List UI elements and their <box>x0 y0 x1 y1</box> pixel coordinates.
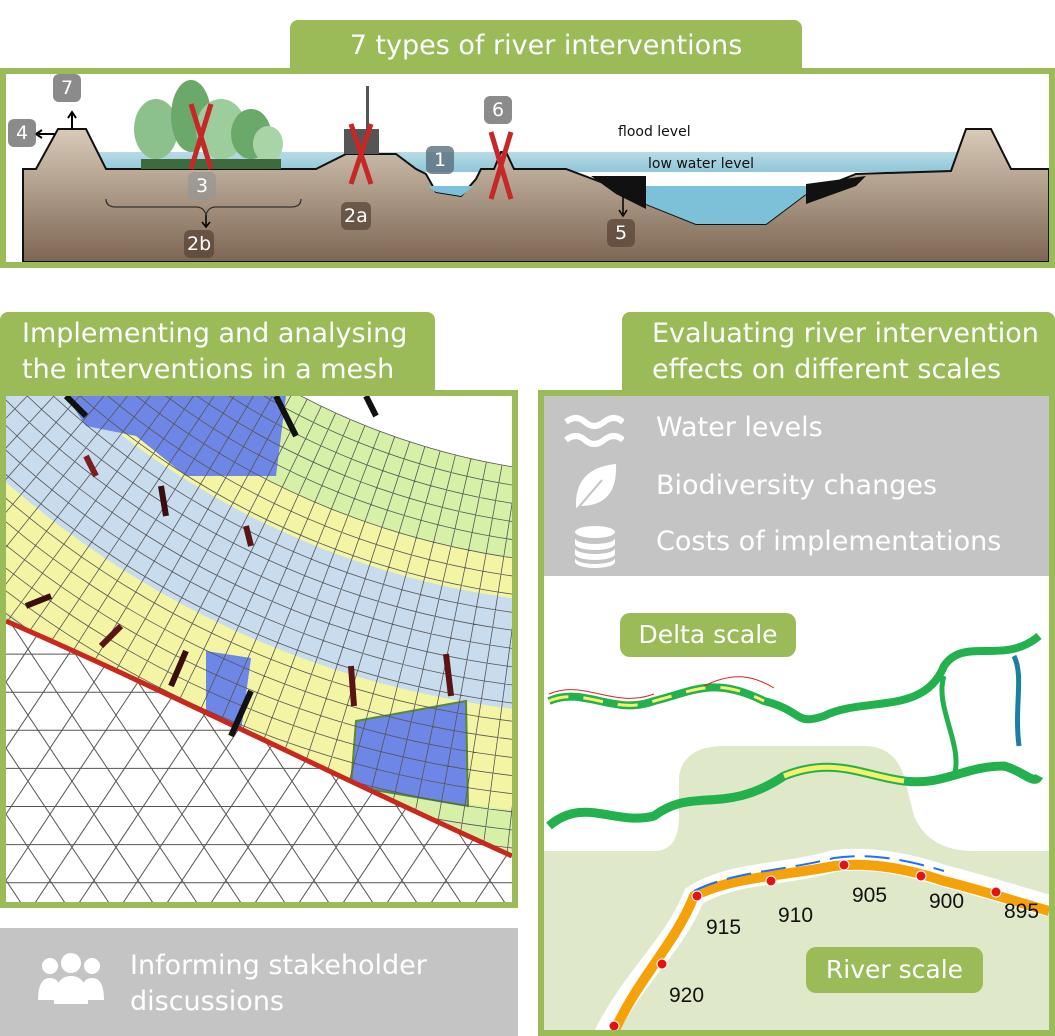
interventions-title: 7 types of river interventions <box>349 30 743 61</box>
groyne-segment <box>363 396 379 418</box>
mesh-title-line2: the interventions in a mesh <box>22 354 395 385</box>
flood-level-label: flood level <box>618 124 691 140</box>
mesh-panel <box>0 390 518 908</box>
scales-title-line1: Evaluating river intervention <box>652 318 1039 349</box>
groyne-segment <box>348 665 357 707</box>
groyne-segment <box>158 485 169 517</box>
marker-4: 4 <box>8 119 36 147</box>
marker-1: 1 <box>426 146 454 174</box>
groyne-segment <box>273 396 299 438</box>
relocate-arrow <box>34 129 56 139</box>
km-marker-dot <box>656 958 668 970</box>
scales-title-line2: effects on different scales <box>652 354 1002 385</box>
marker-7: 7 <box>53 74 81 102</box>
km-marker-dot <box>608 1020 620 1030</box>
effect-costs: Costs of implementations <box>656 526 1002 557</box>
groyne-segment <box>63 396 89 419</box>
km-label-895: 895 <box>1004 900 1040 923</box>
dike-line <box>6 618 512 859</box>
flood-water <box>66 152 966 172</box>
scales-panel: Water levels Biodiversity changes Costs … <box>538 390 1055 1036</box>
main-channel-water <box>646 186 806 224</box>
interventions-title-tab: 7 types of river interventions <box>290 20 802 70</box>
groyne-right <box>806 176 866 204</box>
low-water-level-label: low water level <box>648 156 754 172</box>
km-label-920: 920 <box>669 984 705 1007</box>
marker-2a: 2a <box>341 202 371 230</box>
mesh-title-tab: Implementing and analysing the intervent… <box>0 312 435 392</box>
km-marker-dot <box>838 859 850 871</box>
channel-band <box>6 396 512 709</box>
river-reach <box>594 848 1049 1030</box>
groyne-segment <box>228 689 254 738</box>
mesh-title-line1: Implementing and analysing <box>22 318 408 349</box>
groyne-segment <box>168 649 189 688</box>
delta-rivers <box>546 632 1044 830</box>
km-label-905: 905 <box>852 884 888 907</box>
groyne-segment <box>443 653 454 697</box>
marker-5: 5 <box>607 219 635 247</box>
groyne-segment <box>243 525 254 547</box>
groyne-left <box>591 176 646 209</box>
scales-title-tab: Evaluating river intervention effects on… <box>622 312 1055 392</box>
km-label-910: 910 <box>778 904 814 927</box>
effect-water-levels: Water levels <box>656 412 823 443</box>
groyne-segment <box>98 623 124 649</box>
waves-icon <box>564 415 624 447</box>
km-label-915: 915 <box>706 916 742 939</box>
groyne-segment <box>83 454 99 478</box>
effect-biodiversity: Biodiversity changes <box>656 470 938 501</box>
km-label-900: 900 <box>929 890 965 913</box>
marker-2b: 2b <box>184 230 215 258</box>
km-marker-dot <box>915 870 927 882</box>
coins-icon <box>575 526 615 568</box>
computational-mesh <box>6 396 512 902</box>
river-scale-label: River scale <box>806 947 983 993</box>
leaf-icon <box>575 464 617 509</box>
stakeholder-line2: discussions <box>130 986 284 1017</box>
km-marker-dot <box>691 890 703 902</box>
km-marker-dot <box>990 886 1002 898</box>
effects-list: Water levels Biodiversity changes Costs … <box>544 396 1049 576</box>
marker-6: 6 <box>484 96 512 124</box>
river-cross-section-illustration <box>22 74 1049 262</box>
stakeholder-panel: Informing stakeholder discussions <box>0 928 518 1036</box>
km-marker-dot <box>765 875 777 887</box>
triangular-mesh <box>6 621 512 902</box>
groyne-segment <box>24 593 53 609</box>
stakeholder-line1: Informing stakeholder <box>130 950 427 981</box>
people-icon <box>38 953 104 1004</box>
curvilinear-grid <box>6 396 512 856</box>
lake-polygon <box>66 396 286 476</box>
km-markers <box>608 859 1002 1030</box>
red-cross-icon <box>188 103 514 200</box>
delta-scale-label: Delta scale <box>620 613 796 657</box>
cross-section-panel: 7 4 3 2b 2a 1 6 5 flood level low water … <box>0 68 1055 268</box>
marker-3: 3 <box>188 172 216 200</box>
raise-arrow <box>67 110 77 129</box>
